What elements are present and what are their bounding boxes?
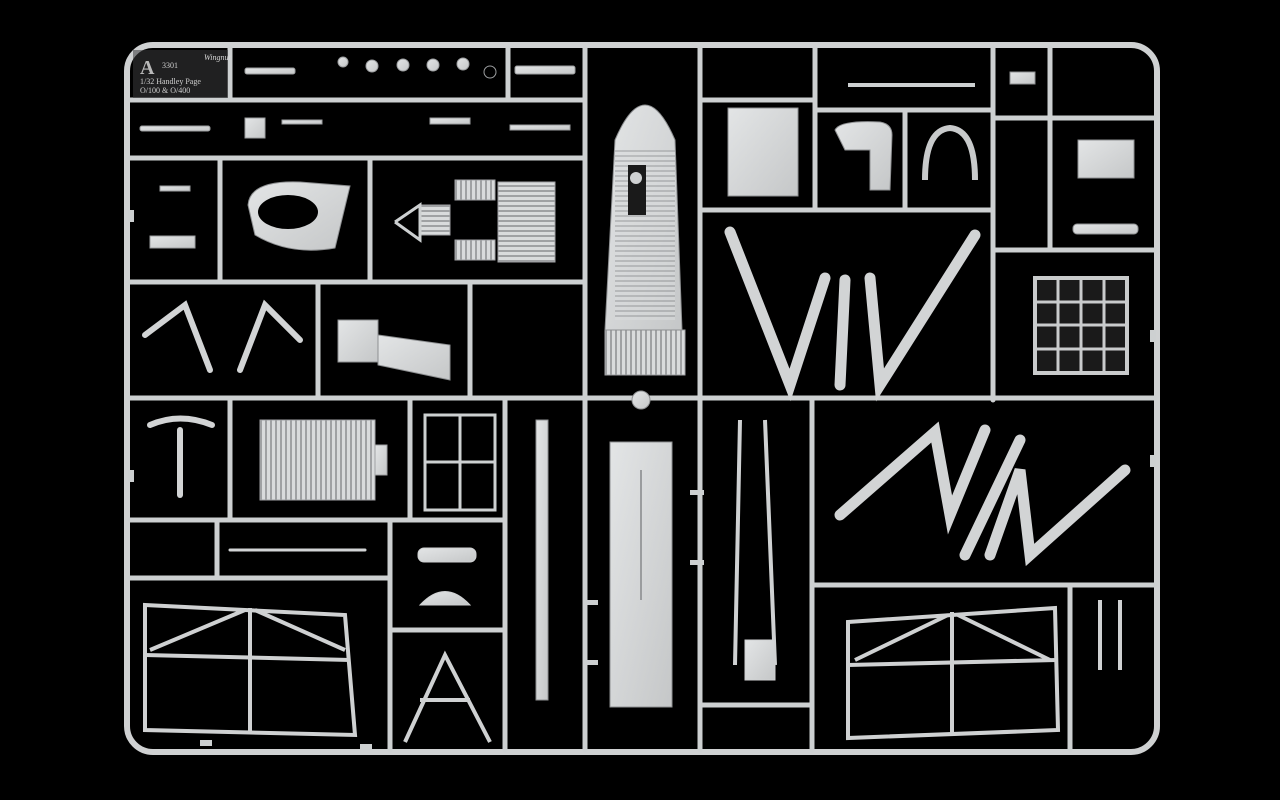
sprue-title: 1/32 Handley Page	[140, 77, 201, 86]
brace-parts	[142, 299, 497, 552]
sprue-letter: A	[140, 57, 155, 79]
lattice-grid-part	[1033, 276, 1129, 375]
sprue-runners	[127, 45, 1158, 753]
interplane-struts-upper	[724, 226, 981, 402]
fuselage-frame-right	[846, 605, 1061, 741]
trestle-parts	[403, 419, 1122, 743]
sprue-gates	[128, 210, 1156, 750]
sprue-tag: A 3301 1/32 Handley Page O/100 & O/400 W…	[133, 50, 231, 98]
brand-mark: Wingnut	[204, 53, 231, 62]
sprue-subtitle: O/100 & O/400	[140, 86, 190, 95]
floor-strip-part	[535, 419, 673, 708]
sprue-code: 3301	[162, 61, 178, 70]
interplane-struts-lower	[834, 421, 1131, 567]
bulkhead-panels	[727, 71, 1139, 235]
cockpit-ring-part	[247, 181, 351, 251]
fuselage-floor-part	[604, 104, 683, 410]
fuselage-frame-left	[143, 602, 358, 738]
floor-panels	[259, 179, 686, 501]
small-parts-top	[139, 56, 576, 249]
